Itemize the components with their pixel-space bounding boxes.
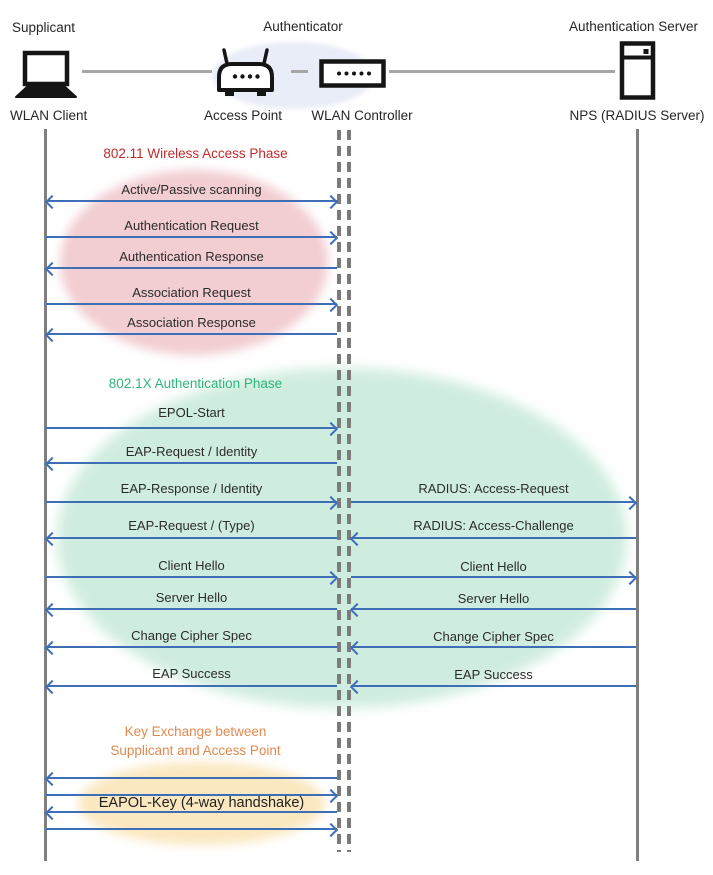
- role-authenticator: Authenticator: [263, 19, 343, 34]
- message-label: Active/Passive scanning: [121, 182, 262, 197]
- message-label: EAPOL-Key (4-way handshake): [98, 795, 305, 811]
- arrow-right-icon: [46, 303, 337, 305]
- arrow-left-icon: [46, 608, 337, 610]
- phase1-title: 802.11 Wireless Access Phase: [103, 146, 288, 161]
- lifeline-wlan-client: [44, 129, 47, 861]
- arrow-right-icon: [46, 427, 337, 429]
- arrow-left-icon: [46, 646, 337, 648]
- arrow-left-icon: [46, 777, 337, 779]
- arrow-right-icon: [46, 576, 337, 578]
- arrow-left-icon: [46, 537, 337, 539]
- role-supplicant: Supplicant: [12, 20, 76, 35]
- arrow-left-icon: [46, 685, 337, 687]
- connector-line: [291, 70, 308, 73]
- arrow-left-icon: [46, 333, 337, 335]
- node-nps-radius-server: NPS (RADIUS Server): [569, 108, 705, 123]
- message-label: Change Cipher Spec: [433, 629, 554, 644]
- lifeline-nps-server: [636, 129, 639, 861]
- message-label: Client Hello: [158, 558, 225, 573]
- arrow-right-icon: [46, 236, 337, 238]
- message-label: EAP-Response / Identity: [120, 481, 263, 496]
- phase2-title: 802.1X Authentication Phase: [108, 376, 283, 391]
- arrow-left-icon: [46, 811, 337, 813]
- message-label: EAP Success: [454, 667, 533, 682]
- message-label: EAP Success: [152, 666, 231, 681]
- lifeline-wlan-controller-dashed: [347, 130, 351, 852]
- connector-line: [82, 70, 212, 73]
- wlan-controller-icon: [319, 59, 386, 88]
- phase3-title: Key Exchange between Supplicant and Acce…: [50, 722, 341, 760]
- message-label: Client Hello: [460, 559, 527, 574]
- node-wlan-controller: WLAN Controller: [311, 108, 413, 123]
- message-label: EAP-Request / (Type): [128, 518, 255, 533]
- arrow-right-icon: [351, 576, 636, 578]
- message-label: EPOL-Start: [158, 405, 225, 420]
- arrow-left-icon: [351, 685, 636, 687]
- phase3-ellipse: [78, 762, 325, 845]
- node-access-point: Access Point: [203, 108, 283, 123]
- laptop-icon: [15, 50, 77, 98]
- arrow-right-icon: [46, 501, 337, 503]
- message-label: Server Hello: [457, 591, 530, 606]
- node-wlan-client: WLAN Client: [10, 108, 88, 123]
- arrow-left-icon: [351, 608, 636, 610]
- arrow-right-icon: [46, 828, 337, 830]
- phase3-title-line1: Key Exchange between: [124, 724, 267, 739]
- message-label: RADIUS: Access-Challenge: [413, 518, 574, 533]
- role-authentication-server: Authentication Server: [568, 19, 699, 34]
- message-label: Association Response: [127, 315, 256, 330]
- arrow-right-icon: [351, 501, 636, 503]
- phase3-title-line2: Supplicant and Access Point: [110, 743, 281, 758]
- message-label: Change Cipher Spec: [131, 628, 252, 643]
- message-label: EAP-Request / Identity: [125, 444, 258, 459]
- connector-line: [389, 70, 615, 73]
- message-label: Authentication Response: [119, 249, 264, 264]
- arrow-left-icon: [351, 537, 636, 539]
- message-label: Association Request: [132, 285, 251, 300]
- arrow-both-icon: [46, 200, 337, 202]
- arrow-left-icon: [46, 462, 337, 464]
- message-label: Server Hello: [155, 590, 228, 605]
- arrow-left-icon: [46, 267, 337, 269]
- lifeline-wlan-controller-dashed: [337, 130, 341, 852]
- arrow-left-icon: [351, 646, 636, 648]
- message-label: Authentication Request: [124, 218, 259, 233]
- arrow-right-icon: [46, 794, 337, 796]
- message-label: RADIUS: Access-Request: [418, 481, 569, 496]
- access-point-icon: [217, 48, 274, 96]
- server-icon: [619, 41, 656, 100]
